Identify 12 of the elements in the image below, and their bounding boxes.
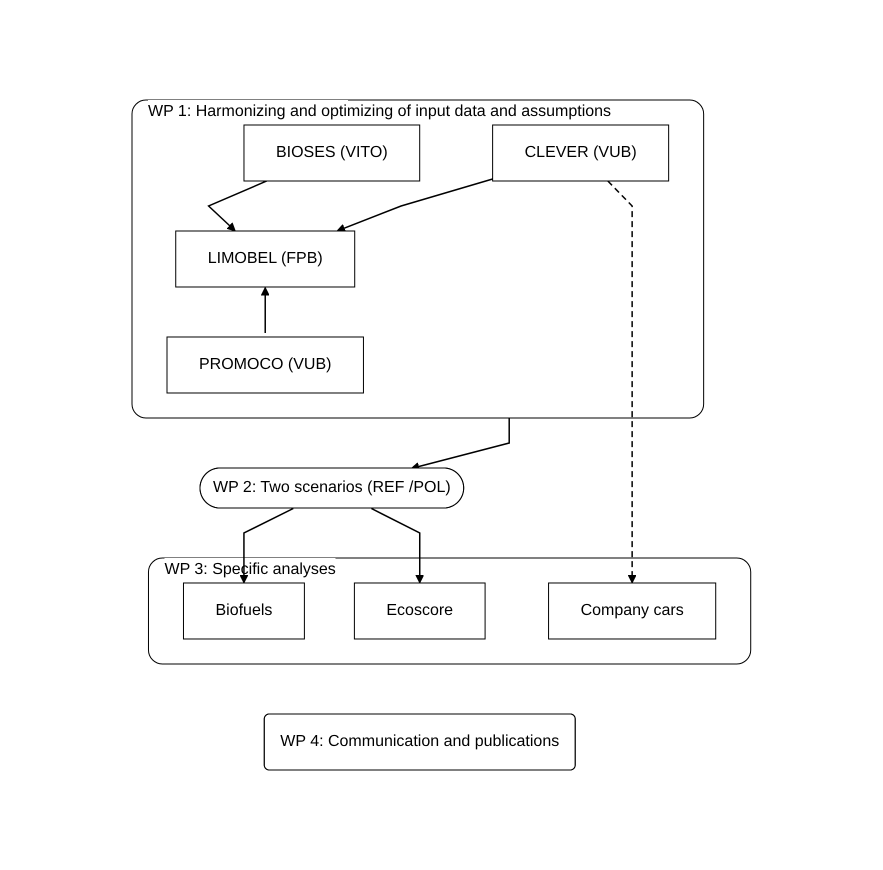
node-box: BIOSES (VITO) <box>244 124 420 182</box>
node-box: PROMOCO (VUB) <box>166 336 364 394</box>
arrow <box>336 178 493 232</box>
arrow <box>607 180 637 584</box>
node-box: Ecoscore <box>354 582 486 640</box>
node-box: CLEVER (VUB) <box>492 124 670 182</box>
node-box: LIMOBEL (FPB) <box>175 230 356 288</box>
arrow <box>207 180 268 232</box>
node-box: Company cars <box>548 582 716 640</box>
arrow <box>371 508 424 584</box>
arrow <box>260 287 270 333</box>
node-box: Biofuels <box>183 582 306 640</box>
